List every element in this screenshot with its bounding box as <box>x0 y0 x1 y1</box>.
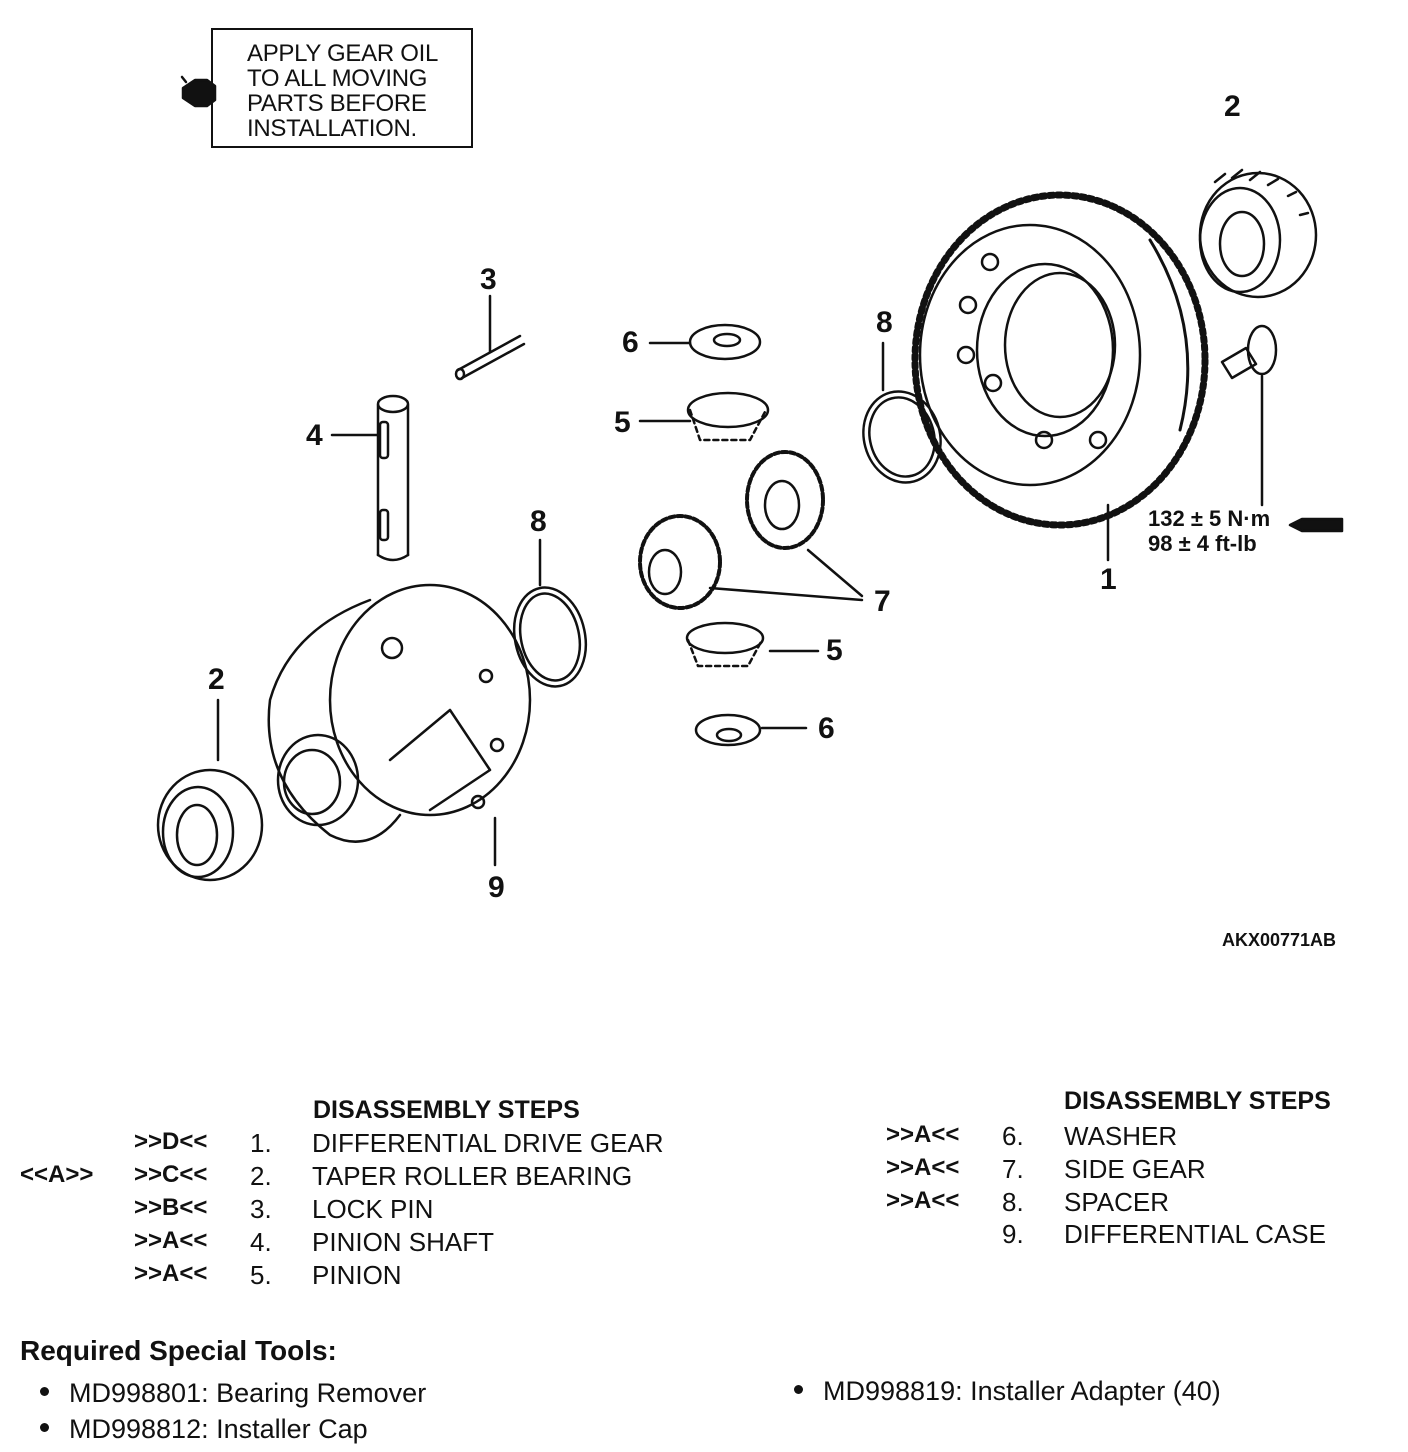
pinion-bottom <box>685 621 820 668</box>
tool-item: MD998812: Installer Cap <box>40 1414 368 1445</box>
service-mark: >>A<< <box>134 1227 208 1254</box>
step-row-8: >>A<< 8. SPACER <box>880 1187 1400 1219</box>
step-name: PINION SHAFT <box>312 1227 495 1257</box>
step-number: 5. <box>250 1260 272 1290</box>
tool-label: MD998819: Installer Adapter (40) <box>823 1376 1221 1406</box>
step-row-3: >>B<< 3. LOCK PIN <box>0 1194 700 1226</box>
callout-5-upper: 5 <box>614 406 631 439</box>
step-name: TAPER ROLLER BEARING <box>312 1161 633 1191</box>
step-row-9: 9. DIFFERENTIAL CASE <box>880 1219 1400 1251</box>
service-mark: >>A<< <box>886 1187 960 1214</box>
step-row-2: <<A>> >>C<< 2. TAPER ROLLER BEARING <box>0 1161 700 1193</box>
washer-top <box>648 323 762 361</box>
step-name: LOCK PIN <box>312 1194 434 1224</box>
step-number: 1. <box>250 1128 272 1158</box>
bullet-icon <box>40 1423 49 1433</box>
step-row-5: >>A<< 5. PINION <box>0 1260 700 1292</box>
service-mark: >>A<< <box>134 1260 208 1287</box>
taper-roller-bearing-upper <box>1198 168 1318 299</box>
callout-8-left: 8 <box>530 505 547 538</box>
step-name: SPACER <box>1064 1187 1169 1217</box>
step-name: DIFFERENTIAL CASE <box>1064 1219 1326 1249</box>
step-number: 2. <box>250 1161 272 1191</box>
step-name: DIFFERENTIAL DRIVE GEAR <box>312 1128 664 1158</box>
spacer-right <box>862 341 942 484</box>
step-number: 7. <box>1002 1154 1024 1184</box>
side-gear-upper <box>745 450 864 598</box>
step-name: SIDE GEAR <box>1064 1154 1206 1184</box>
step-number: 3. <box>250 1194 272 1224</box>
note-line: TO ALL MOVING <box>247 65 428 92</box>
note-line: PARTS BEFORE <box>247 90 427 117</box>
service-mark: >>A<< <box>886 1121 960 1148</box>
install-mark: <<A>> <box>20 1161 94 1188</box>
oil-note-box: APPLY GEAR OIL TO ALL MOVING PARTS BEFOR… <box>211 28 473 148</box>
step-row-4: >>A<< 4. PINION SHAFT <box>0 1227 700 1259</box>
callout-2-upper: 2 <box>1224 90 1241 123</box>
service-mark: >>B<< <box>134 1194 208 1221</box>
callout-6-upper: 6 <box>622 326 639 359</box>
step-name: WASHER <box>1064 1121 1178 1151</box>
drive-gear <box>911 191 1209 529</box>
callout-9: 9 <box>488 871 505 904</box>
step-row-6: >>A<< 6. WASHER <box>880 1121 1400 1153</box>
washer-bottom <box>694 713 808 747</box>
exploded-view-diagram <box>156 75 1344 882</box>
pinion-shaft <box>330 394 410 562</box>
pinion-top <box>638 391 770 442</box>
service-mark: >>A<< <box>886 1154 960 1181</box>
lock-pin <box>454 294 526 381</box>
step-row-7: >>A<< 7. SIDE GEAR <box>880 1154 1400 1186</box>
callout-8-right: 8 <box>876 306 893 339</box>
figure-id: AKX00771AB <box>1222 930 1337 950</box>
tool-item: MD998801: Bearing Remover <box>40 1378 426 1409</box>
spacer-left <box>512 538 588 688</box>
callout-6-lower: 6 <box>818 712 835 745</box>
tool-label: MD998812: Installer Cap <box>69 1414 368 1444</box>
callout-5-lower: 5 <box>826 634 843 667</box>
service-mark: >>D<< <box>134 1128 208 1155</box>
side-gear-lower <box>638 514 864 610</box>
tools-title: Required Special Tools: <box>20 1335 337 1366</box>
callout-2-lower: 2 <box>208 663 225 696</box>
bullet-icon <box>40 1387 49 1397</box>
steps-left-title: DISASSEMBLY STEPS <box>313 1096 580 1124</box>
step-name: PINION <box>312 1260 402 1290</box>
step-number: 9. <box>1002 1219 1024 1249</box>
tool-item: MD998819: Installer Adapter (40) <box>794 1376 1221 1407</box>
torque-metric: 132 ± 5 N·m <box>1148 506 1271 531</box>
torque-imperial: 98 ± 4 ft-lb <box>1148 531 1257 556</box>
callout-1: 1 <box>1100 563 1117 596</box>
step-number: 8. <box>1002 1187 1024 1217</box>
bullet-icon <box>794 1385 803 1395</box>
taper-roller-bearing-lower <box>156 698 264 882</box>
note-line: APPLY GEAR OIL <box>247 40 438 67</box>
steps-right-title: DISASSEMBLY STEPS <box>1064 1087 1331 1115</box>
note-line: INSTALLATION. <box>247 115 417 142</box>
step-row-1: >>D<< 1. DIFFERENTIAL DRIVE GEAR <box>0 1128 700 1160</box>
service-mark: >>C<< <box>134 1161 208 1188</box>
step-number: 6. <box>1002 1121 1024 1151</box>
callout-3: 3 <box>480 263 497 296</box>
step-number: 4. <box>250 1227 272 1257</box>
torque-wrench-icon <box>1288 517 1344 533</box>
gear-bolt <box>1220 324 1278 507</box>
differential-case <box>267 583 532 867</box>
callout-7: 7 <box>874 585 891 618</box>
oil-can-icon <box>180 75 217 108</box>
callout-4: 4 <box>306 419 323 452</box>
tool-label: MD998801: Bearing Remover <box>69 1378 427 1408</box>
